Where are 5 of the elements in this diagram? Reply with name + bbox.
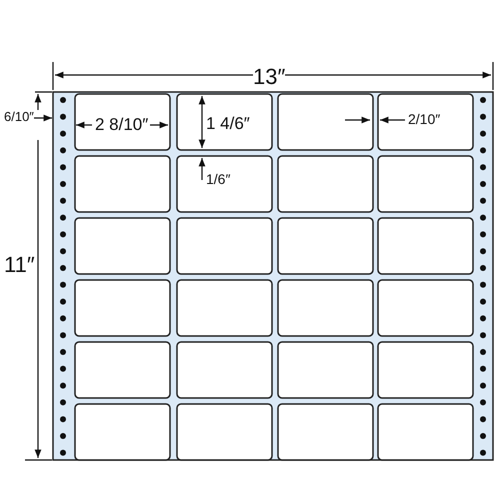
- margin-dimension: 6/10″: [4, 110, 34, 123]
- label-width-dimension: 2 8/10″: [95, 116, 148, 133]
- gap-dimension: 1/6″: [206, 172, 230, 186]
- gap-dimension: 2/10″: [408, 112, 440, 126]
- label-height-dimension: 1 4/6″: [206, 115, 250, 132]
